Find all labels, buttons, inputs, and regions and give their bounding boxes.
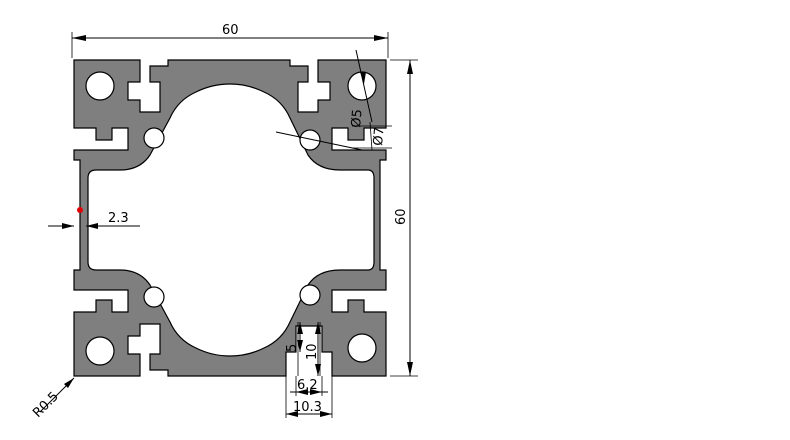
corner-hole-diameter-label: Ø7 — [371, 127, 388, 147]
width-dimension: 60 — [71, 23, 389, 58]
inner-hole-diameter-label: Ø5 — [349, 109, 366, 129]
marker-dot — [77, 207, 83, 213]
corner-hole-bottom-right — [347, 333, 377, 363]
slot-dimensions: 5 10 6.2 10.3 — [285, 322, 333, 418]
width-label: 60 — [222, 23, 239, 38]
inner-hole-bottom-left — [143, 286, 165, 308]
slot-width-label: 10.3 — [293, 400, 322, 415]
inner-hole-top-right — [299, 129, 321, 151]
height-label: 60 — [394, 208, 409, 225]
corner-hole-bottom-left — [85, 336, 115, 366]
corner-hole-top-left — [85, 71, 115, 101]
slot-depth-outer-label: 10 — [305, 343, 320, 360]
corner-radius-dimension: R0.5 — [30, 377, 75, 421]
wall-thickness-dimension: 2.3 — [48, 211, 140, 229]
height-dimension: 60 — [390, 59, 418, 377]
slot-opening-label: 6.2 — [297, 378, 318, 393]
inner-hole-top-left — [143, 127, 165, 149]
corner-radius-label: R0.5 — [30, 389, 62, 421]
hole-diameter-dimension: Ø5 Ø7 — [275, 49, 392, 151]
inner-hole-bottom-right — [299, 284, 321, 306]
wall-thickness-label: 2.3 — [108, 211, 129, 226]
slot-depth-inner-label: 5 — [285, 344, 300, 352]
